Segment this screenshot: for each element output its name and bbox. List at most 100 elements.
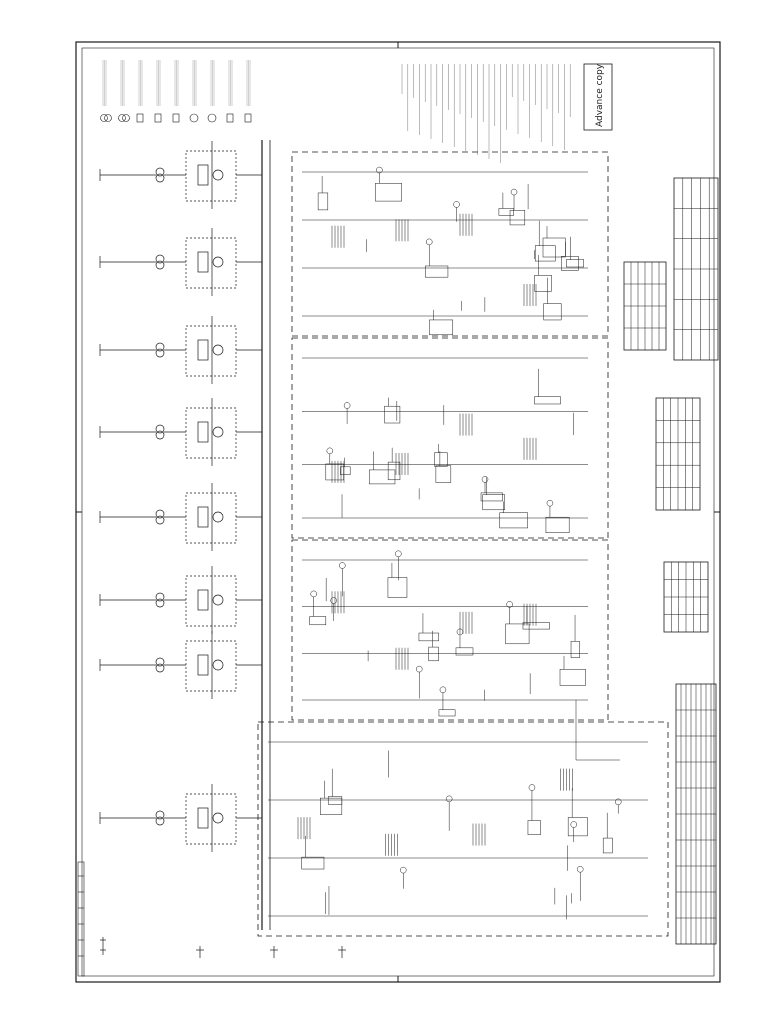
node-icon <box>400 866 407 874</box>
section-c-box <box>291 539 609 721</box>
incoming-feeders <box>99 141 262 852</box>
node-icon <box>506 601 513 608</box>
section-b-box <box>291 337 609 539</box>
node-icon <box>330 597 337 604</box>
stamp-text: Advance copy <box>595 63 605 127</box>
breaker-icon <box>197 589 209 611</box>
node-icon <box>528 784 536 791</box>
node-icon <box>614 798 622 806</box>
node-icon <box>376 166 383 174</box>
ct-icon <box>212 511 224 523</box>
component-box <box>429 319 454 336</box>
transformer-legend-icon <box>100 60 112 122</box>
component-box <box>369 469 396 485</box>
node-icon <box>326 447 334 455</box>
node-icon <box>546 499 554 507</box>
component-box <box>320 797 343 815</box>
component-box <box>309 616 327 626</box>
node-icon <box>445 795 453 803</box>
component-box <box>327 796 343 805</box>
advance-copy-stamp: Advance copy <box>583 63 613 131</box>
component-box <box>509 210 526 226</box>
feeder-cubicle <box>185 640 237 692</box>
feeder-2 <box>99 228 262 296</box>
transformer-icon <box>155 509 165 519</box>
transformer-icon <box>118 114 126 122</box>
fuse-icon <box>226 113 234 123</box>
feeder-1 <box>99 141 262 209</box>
component-box <box>384 405 401 424</box>
component-box <box>428 646 439 662</box>
component-box <box>418 632 439 642</box>
feeder-7 <box>99 631 262 699</box>
component-box <box>424 265 449 278</box>
breaker-icon <box>136 113 144 123</box>
feeder-5 <box>99 483 262 551</box>
breaker-icon <box>197 807 209 829</box>
component-box <box>534 275 552 292</box>
earth-switch-legend-icon <box>172 60 180 123</box>
feeder-cubicle <box>185 237 237 289</box>
transformer-icon <box>104 114 112 122</box>
transformer-icon <box>100 114 108 122</box>
transformer-icon <box>155 430 165 440</box>
transformer-icon <box>155 598 165 608</box>
schedule-tables <box>623 177 719 945</box>
breaker-icon <box>197 654 209 676</box>
breaker-icon <box>197 506 209 528</box>
transformer-icon <box>155 515 165 525</box>
transformer-icon <box>155 592 165 602</box>
section-wiring <box>302 550 588 717</box>
component-box <box>534 396 561 405</box>
transformer-icon <box>155 424 165 434</box>
breaker-icon <box>197 421 209 443</box>
component-box <box>387 461 401 481</box>
component-box <box>505 623 530 645</box>
node-icon <box>425 238 433 246</box>
section-d-box <box>257 721 669 937</box>
node-icon <box>453 201 460 208</box>
component-box <box>602 837 613 854</box>
component-box <box>340 466 351 475</box>
node-icon <box>510 188 518 196</box>
component-box <box>527 820 541 835</box>
component-box <box>542 237 566 258</box>
transformer-icon <box>122 114 130 122</box>
breaker-icon <box>197 251 209 273</box>
schedule-1 <box>623 261 667 351</box>
section-wiring <box>268 741 648 920</box>
component-box <box>543 303 562 321</box>
busbar-icon <box>244 113 252 123</box>
breaker-legend-icon <box>136 60 144 123</box>
motor-legend-icon <box>189 60 199 123</box>
feeder-cubicle <box>185 492 237 544</box>
disconnector-legend-icon <box>154 60 162 123</box>
ct-icon <box>212 812 224 824</box>
node-icon <box>481 476 489 483</box>
component-box <box>317 192 329 211</box>
transformer-icon <box>155 342 165 352</box>
feeder-cubicle <box>185 793 237 845</box>
feeder-cubicle <box>185 407 237 459</box>
feeder-3 <box>99 316 262 384</box>
breaker-icon <box>197 164 209 186</box>
component-box <box>570 641 580 658</box>
schedule-3 <box>663 561 709 633</box>
component-box <box>301 856 325 870</box>
feeder-cubicle <box>185 325 237 377</box>
transformer-icon <box>155 348 165 358</box>
node-icon <box>415 665 423 673</box>
ct-icon <box>212 344 224 356</box>
node-icon <box>576 865 584 873</box>
ct-icon <box>212 659 224 671</box>
component-box <box>438 709 456 717</box>
component-box <box>375 183 402 202</box>
drawing-number-strip <box>77 861 85 977</box>
busbar-legend-icon <box>244 60 252 123</box>
node-icon <box>439 686 447 694</box>
component-box <box>434 452 448 467</box>
feeder-cubicle <box>185 150 237 202</box>
ct-icon <box>212 426 224 438</box>
component-box <box>559 669 586 686</box>
component-box <box>567 817 588 837</box>
